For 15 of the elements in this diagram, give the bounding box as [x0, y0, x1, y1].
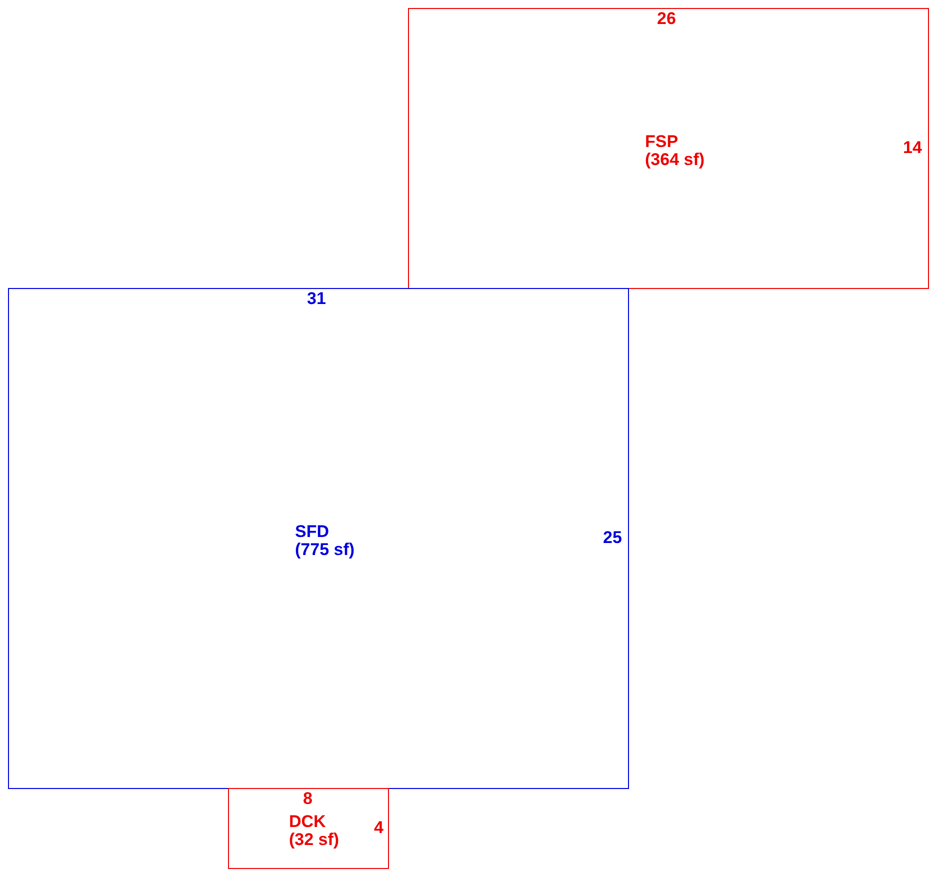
dimension-label: 25	[603, 529, 622, 547]
area-code-label: SFD	[295, 523, 329, 541]
dimension-label: 26	[657, 10, 676, 28]
dimension-label: 4	[374, 819, 384, 837]
area-outline	[408, 8, 929, 289]
area-size-label: (364 sf)	[645, 151, 705, 169]
dimension-label: 14	[903, 139, 922, 157]
area-outline	[8, 288, 629, 789]
area-outline	[228, 788, 389, 869]
dimension-label: 8	[303, 790, 312, 808]
area-code-label: FSP	[645, 133, 678, 151]
dimension-label: 31	[307, 290, 326, 308]
area-size-label: (775 sf)	[295, 541, 355, 559]
area-size-label: (32 sf)	[289, 831, 340, 849]
area-code-label: DCK	[289, 813, 326, 831]
